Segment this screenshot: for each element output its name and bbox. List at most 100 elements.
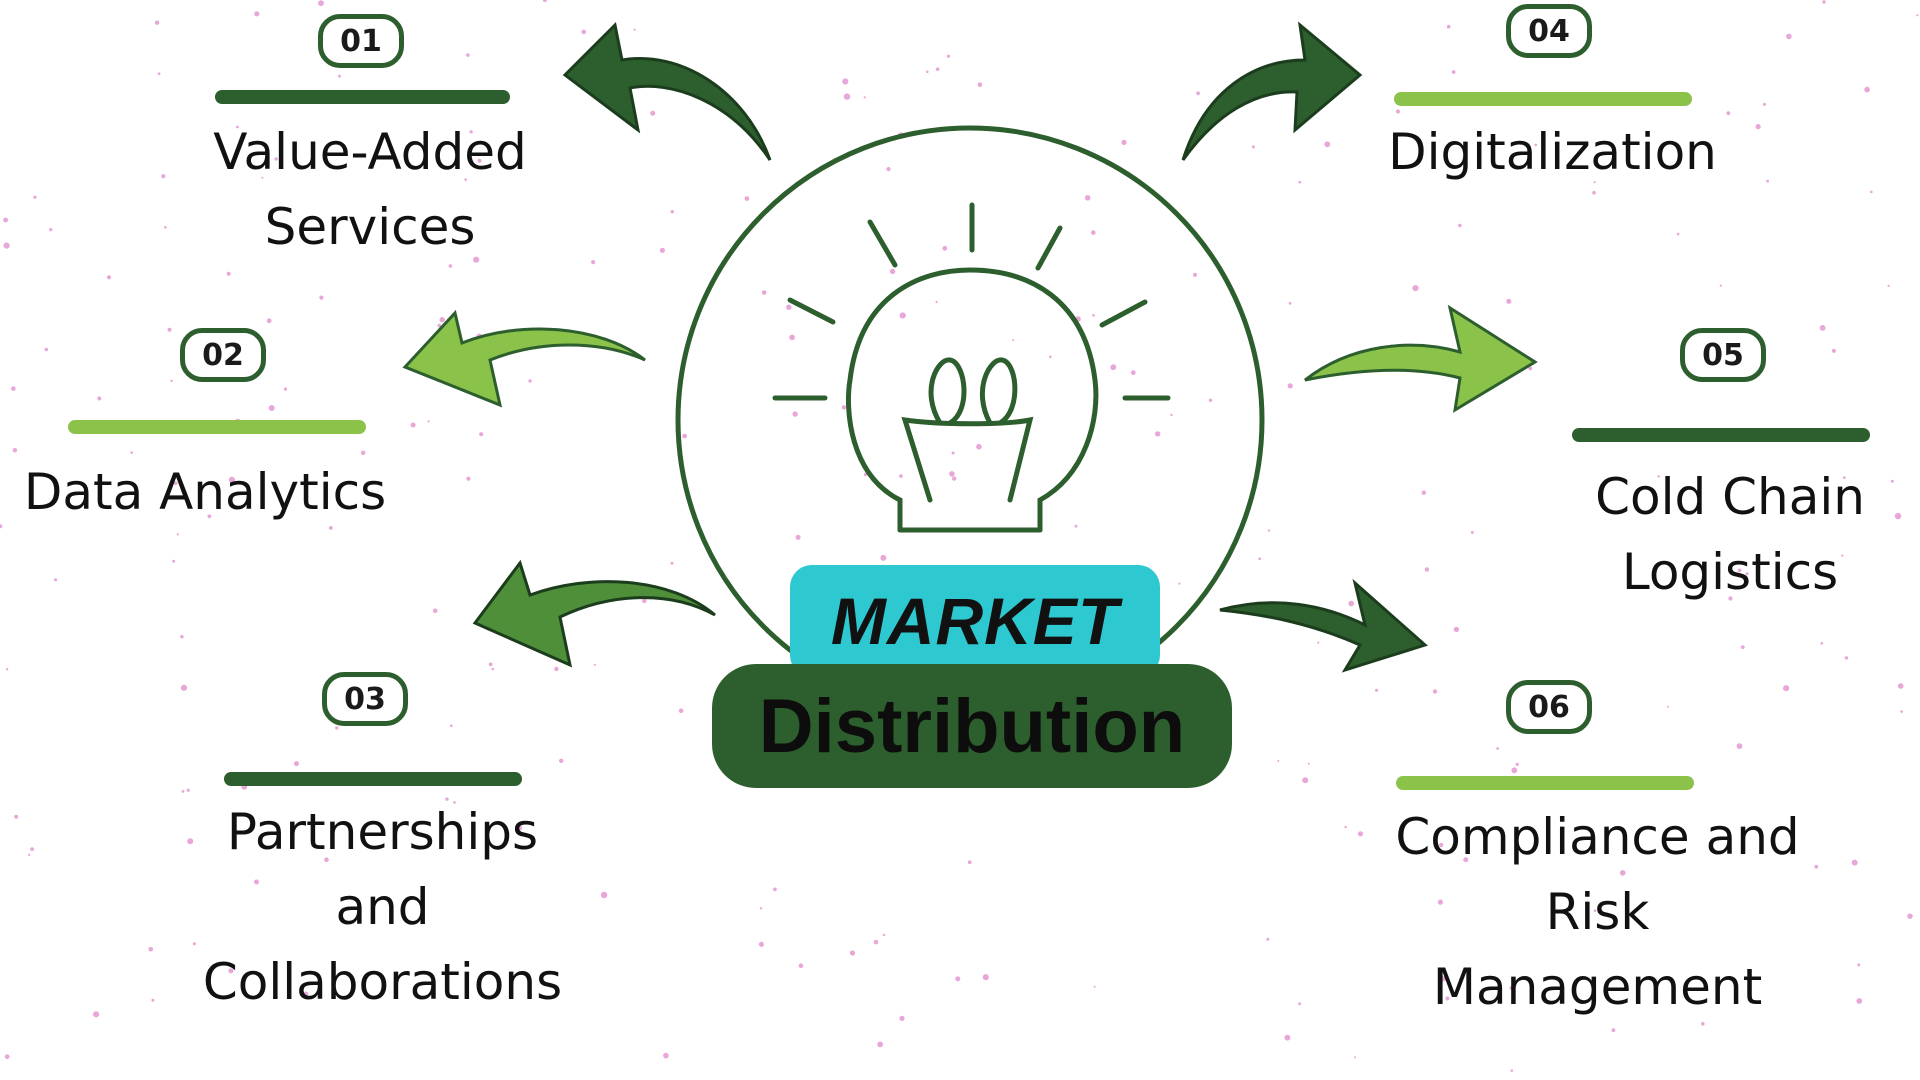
speckle-dot	[1534, 143, 1538, 147]
speckle-dot	[761, 290, 767, 295]
speckle-dot	[261, 176, 264, 179]
curved-arrow-icon-01	[562, 21, 772, 161]
speckle-dot	[1676, 232, 1680, 236]
speckle-dot	[786, 304, 792, 310]
speckle-dot	[982, 974, 989, 981]
speckle-dot	[1719, 284, 1722, 287]
speckle-dot	[432, 608, 438, 614]
item-underline-06	[1396, 776, 1694, 790]
speckle-dot	[1515, 762, 1519, 767]
curved-arrow-icon-05	[1304, 304, 1538, 413]
speckle-dot	[1786, 33, 1792, 40]
speckle-dot	[49, 228, 53, 232]
speckle-dot	[437, 323, 442, 328]
speckle-dot	[1841, 554, 1844, 557]
speckle-dot	[581, 29, 586, 35]
speckle-dot	[172, 559, 176, 563]
speckle-dot	[1870, 190, 1873, 194]
speckle-dot	[33, 195, 37, 199]
speckle-dot	[789, 334, 795, 341]
speckle-dot	[946, 54, 951, 58]
speckle-dot	[926, 70, 929, 74]
speckle-dot	[1178, 582, 1181, 585]
speckle-dot	[1412, 285, 1419, 292]
speckle-dot	[1440, 976, 1447, 982]
item-label-02: Data Analytics	[15, 455, 395, 530]
speckle-dot	[28, 853, 31, 857]
speckle-dot	[1511, 767, 1518, 774]
speckle-dot	[1897, 683, 1904, 689]
speckle-dot	[479, 432, 484, 437]
speckle-dot	[967, 860, 972, 865]
curved-arrow-icon-03	[472, 559, 716, 668]
speckle-dot	[1619, 870, 1626, 876]
speckle-dot	[670, 210, 674, 214]
speckle-dot	[843, 93, 851, 100]
speckle-dot	[228, 968, 234, 974]
item-number-03: 03	[322, 672, 408, 726]
speckle-dot	[187, 838, 194, 845]
speckle-dot	[1432, 689, 1438, 694]
item-label-05-line-2: Logistics	[1621, 543, 1839, 601]
item-label-05: Cold Chain Logistics	[1545, 460, 1915, 610]
speckle-dot	[274, 157, 278, 161]
speckle-dot	[1737, 568, 1742, 573]
item-number-05: 05	[1680, 328, 1766, 382]
speckle-dot	[1740, 645, 1745, 649]
item-number-01: 01	[318, 14, 404, 68]
speckle-dot	[1354, 1056, 1356, 1059]
speckle-dot	[130, 451, 133, 454]
speckle-dot	[935, 67, 940, 71]
speckle-dot	[1701, 1022, 1705, 1026]
lightbulb-icon	[675, 125, 1265, 680]
speckle-dot	[1439, 842, 1444, 848]
speckle-dot	[863, 96, 866, 99]
speckle-dot	[600, 891, 608, 899]
speckle-dot	[1348, 600, 1354, 607]
speckle-dot	[873, 939, 879, 945]
speckle-dot	[1307, 762, 1310, 765]
speckle-dot	[226, 271, 231, 276]
speckle-dot	[192, 942, 196, 946]
speckle-dot	[410, 422, 416, 428]
speckle-dot	[841, 405, 847, 410]
speckle-dot	[491, 667, 495, 671]
curved-arrow-icon-06	[1219, 578, 1428, 673]
speckle-dot	[1251, 145, 1255, 149]
speckle-dot	[12, 448, 18, 453]
speckle-dot	[1288, 301, 1292, 305]
speckle-dot	[1298, 1002, 1301, 1006]
speckle-dot	[338, 74, 341, 78]
speckle-dot	[528, 379, 532, 383]
speckle-dot	[1887, 284, 1890, 287]
speckle-dot	[1012, 339, 1015, 342]
item-number-04: 04	[1506, 4, 1592, 58]
item-label-01-line-2: Services	[264, 198, 476, 256]
speckle-dot	[1277, 759, 1280, 762]
speckle-dot	[1822, 0, 1826, 4]
item-label-01: Value-Added Services	[190, 115, 550, 265]
speckle-dot	[1831, 348, 1836, 353]
speckle-dot	[1091, 230, 1096, 235]
speckle-dot	[1592, 190, 1596, 195]
speckle-dot	[942, 245, 948, 251]
speckle-dot	[324, 857, 329, 862]
speckle-dot	[559, 758, 564, 763]
speckle-dot	[633, 28, 636, 31]
speckle-dot	[951, 451, 955, 455]
speckle-dot	[477, 158, 482, 163]
speckle-dot	[1736, 743, 1743, 749]
item-underline-01	[215, 90, 510, 104]
speckle-dot	[1510, 1069, 1514, 1072]
speckle-dot	[318, 0, 324, 7]
speckle-dot	[758, 941, 765, 947]
speckle-dot	[450, 724, 453, 727]
item-label-03-line-1: Partnerships	[226, 803, 539, 861]
speckle-dot	[591, 260, 596, 265]
speckle-dot	[319, 295, 324, 300]
speckle-dot	[1092, 314, 1095, 317]
speckle-dot	[1445, 996, 1450, 1001]
speckle-dot	[1437, 899, 1443, 905]
speckle-dot	[1745, 572, 1749, 576]
item-label-04: Digitalization	[1370, 115, 1735, 190]
